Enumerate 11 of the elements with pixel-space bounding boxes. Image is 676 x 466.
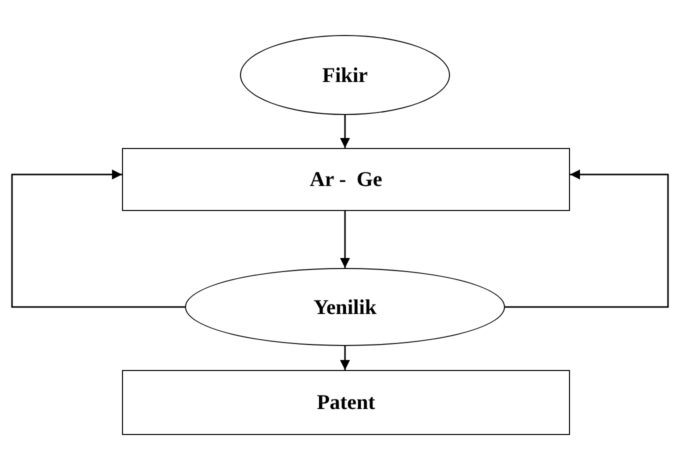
node-label: Fikir	[322, 62, 368, 88]
node-label: Ar - Ge	[310, 167, 382, 192]
process-box	[122, 148, 570, 211]
node-label: Patent	[316, 390, 376, 415]
arrow	[340, 115, 350, 148]
node-label: Yenilik	[313, 294, 377, 320]
arrow	[11, 170, 185, 308]
arrow	[505, 170, 669, 308]
process-box	[122, 370, 570, 435]
arrow	[340, 346, 350, 370]
arrow	[340, 211, 350, 268]
